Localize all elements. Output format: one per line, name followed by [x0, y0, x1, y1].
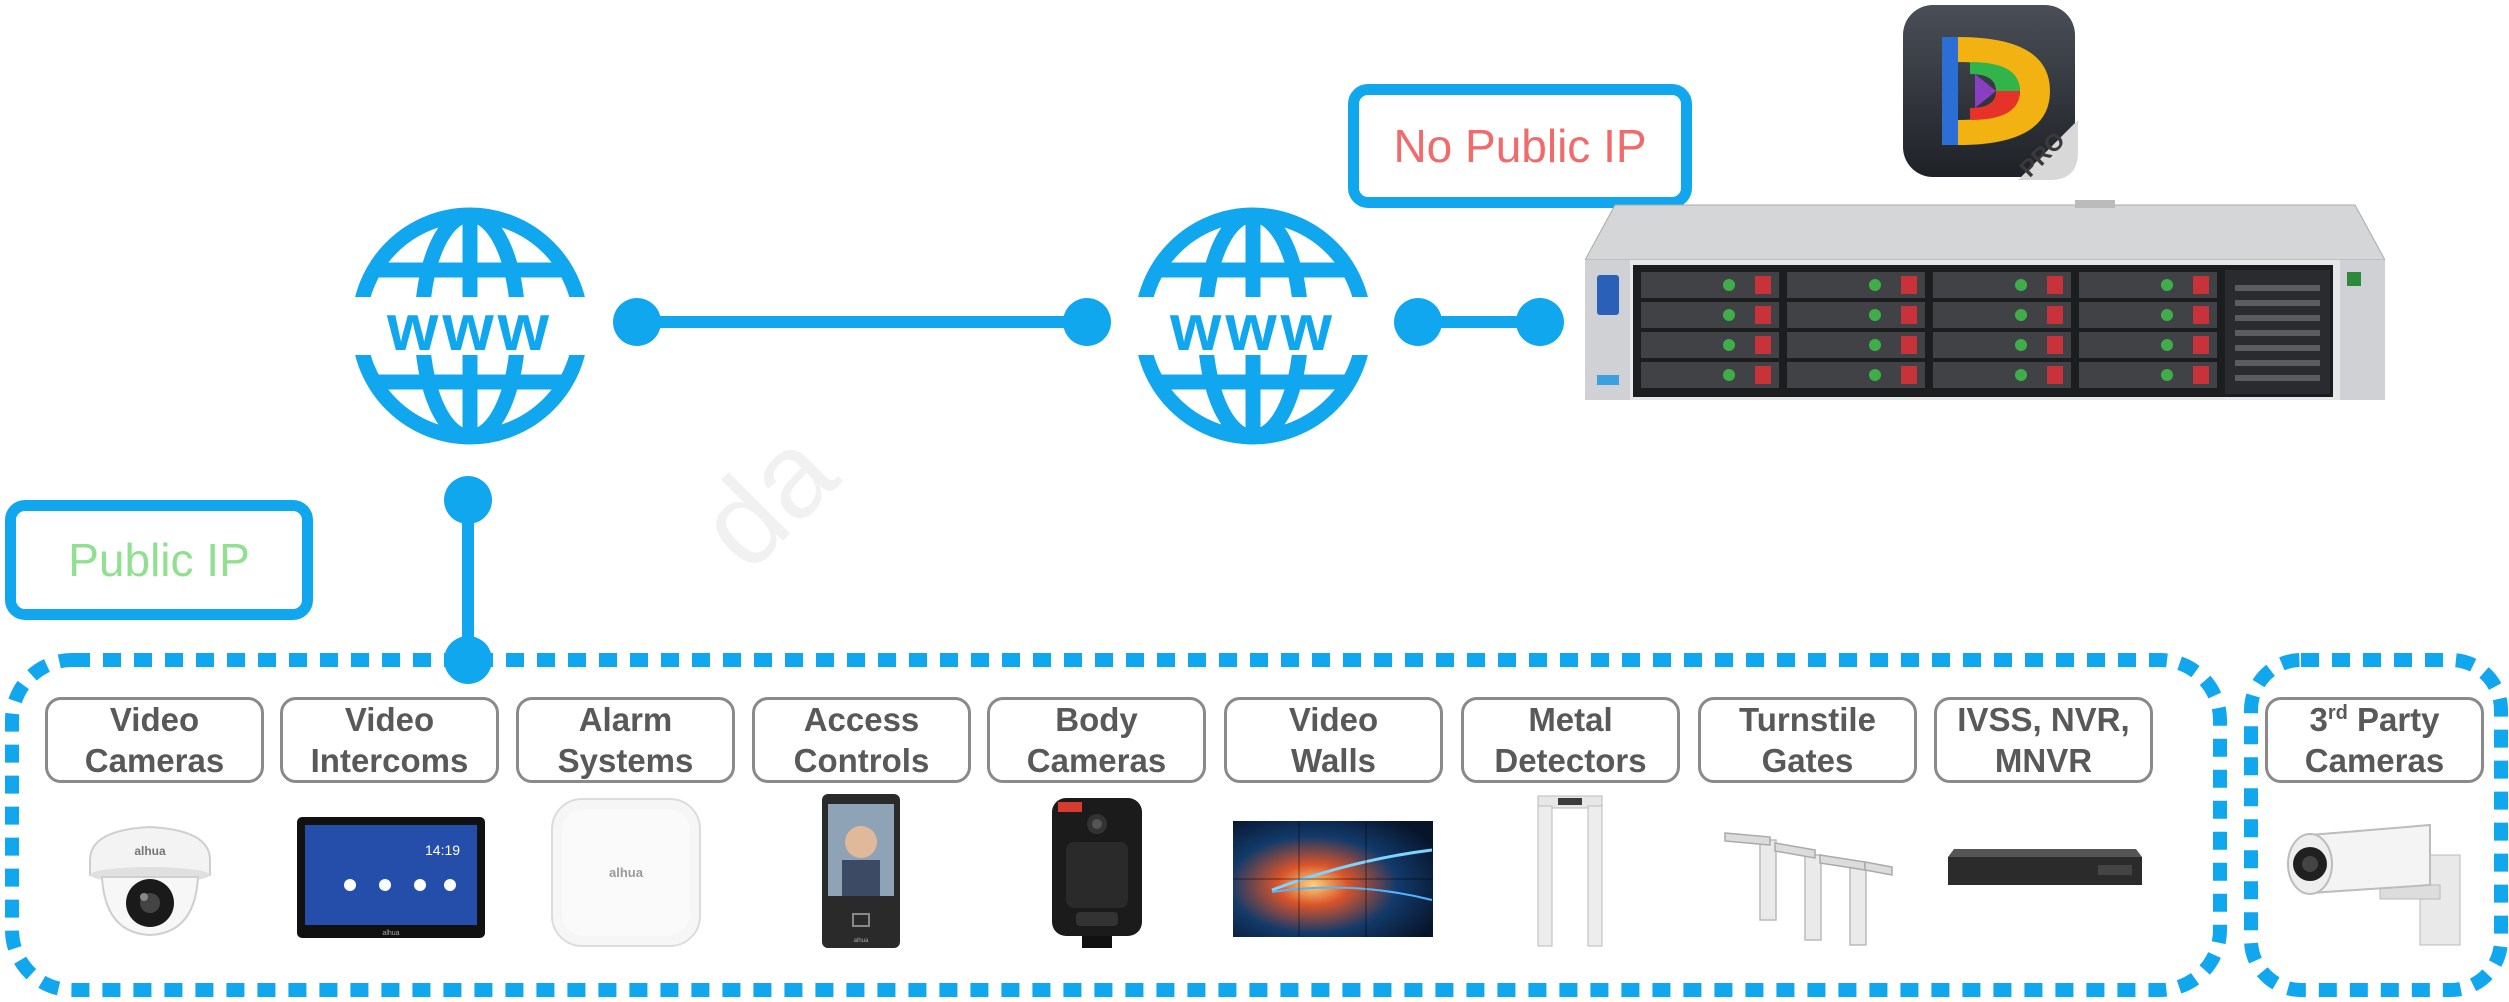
device-label-third-party-cameras: 3rd Party Cameras: [2265, 697, 2484, 783]
svg-text:alhua: alhua: [382, 930, 399, 937]
svg-text:14:19: 14:19: [425, 842, 460, 858]
svg-text:alhua: alhua: [134, 844, 166, 858]
bullet-camera-icon: [2287, 823, 2461, 946]
metal-detector-gate-icon: [1537, 795, 1603, 947]
link-node: [1516, 298, 1564, 346]
face-access-terminal-icon: alhua: [822, 794, 900, 948]
dome-camera-icon: alhua: [89, 825, 211, 937]
link-node: [1063, 298, 1111, 346]
nvr-recorder-icon: [1948, 849, 2142, 885]
svg-text:www: www: [386, 290, 553, 364]
body-camera-icon: [1052, 798, 1142, 948]
svg-text:alhua: alhua: [609, 865, 644, 880]
no-public-ip-box: No Public IP: [1348, 84, 1692, 208]
public-ip-label: Public IP: [68, 534, 250, 586]
alarm-hub-icon: alhua: [551, 798, 701, 947]
link-node: [1394, 298, 1442, 346]
turnstile-gate-icon: [1724, 832, 1893, 946]
www-globe-icon: www: [1128, 207, 1378, 445]
rack-server-image: [1584, 200, 2386, 405]
www-globe-icon: www: [345, 207, 595, 445]
link-node: [444, 636, 492, 684]
third-party-group-dashed-border: [2244, 653, 2508, 997]
svg-text:alhua: alhua: [854, 938, 869, 944]
public-ip-box: Public IP: [5, 500, 313, 620]
link-node: [613, 298, 661, 346]
link-node: [444, 476, 492, 524]
device-label-nvr: IVSS, NVR,MNVR: [1934, 697, 2153, 783]
video-wall-icon: [1233, 821, 1433, 937]
svg-text:www: www: [1169, 290, 1336, 364]
intercom-panel-icon: 14:19 alhua: [297, 817, 485, 938]
dss-pro-app-icon: PRO: [1900, 2, 2078, 183]
no-public-ip-label: No Public IP: [1393, 120, 1647, 172]
